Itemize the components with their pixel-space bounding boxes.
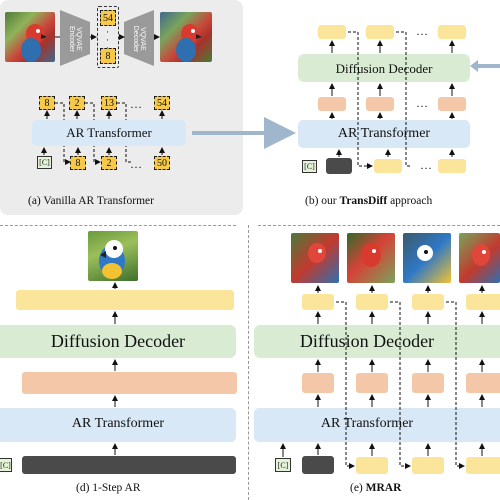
mrar-image-1 <box>291 233 339 283</box>
e-latent-3 <box>412 294 444 310</box>
b-in-2 <box>438 159 466 173</box>
d-mid-bar <box>22 372 237 394</box>
d-latent-bar <box>16 290 234 310</box>
caption-b: (b) our TransDiff approach <box>305 195 432 207</box>
e-in-1 <box>356 457 388 474</box>
class-token-a: [C] <box>37 156 52 169</box>
b-in-1 <box>374 159 402 173</box>
latent-token-bottom: 8 <box>100 48 116 64</box>
caption-b-prefix: (b) our <box>305 195 340 207</box>
mrar-image-3 <box>403 233 451 283</box>
b-mid-dots: … <box>416 96 429 110</box>
b-mid-1 <box>318 97 346 111</box>
output-token-2: 2 <box>69 96 85 110</box>
separator-left <box>0 225 236 226</box>
caption-b-suffix: approach <box>387 195 433 207</box>
mrar-parrot-glyph-1 <box>308 243 326 263</box>
ar-transformer-b-label: AR Transformer <box>337 126 431 141</box>
diffusion-decoder-d <box>0 325 236 358</box>
input-token-2: 2 <box>101 156 117 170</box>
e-mid-2 <box>356 373 388 393</box>
diffusion-decoder-b-label: Diffusion Decoder <box>335 61 433 76</box>
ar-transformer-a-label: AR Transformer <box>66 125 152 140</box>
b-top-dots: … <box>416 24 429 38</box>
parrot-glyph-2 <box>176 24 202 62</box>
caption-b-bold: TransDiff <box>339 195 388 207</box>
input-token-1: 8 <box>70 156 86 170</box>
e-in-3 <box>466 457 500 474</box>
caption-d: (d) 1-Step AR <box>76 482 141 494</box>
mrar-parrot-glyph-2 <box>361 243 381 267</box>
b-latent-top-3 <box>438 25 466 39</box>
d-dark-bar <box>22 456 236 474</box>
mrar-image-2 <box>347 233 395 283</box>
ar-transformer-b <box>298 120 470 148</box>
e-in-2 <box>412 457 444 474</box>
macaw-glyph <box>99 240 125 279</box>
e-mid-1 <box>302 373 334 393</box>
b-in-dots: … <box>420 158 433 172</box>
vqvae-encoder-shape <box>60 10 90 66</box>
class-token-e: [C] <box>275 458 291 472</box>
ar-transformer-d-label: AR Transformer <box>71 416 165 431</box>
b-latent-top-1 <box>318 25 346 39</box>
separator-right <box>258 225 500 226</box>
output-parrot-image <box>160 12 212 62</box>
output-token-3: 13 <box>101 96 117 110</box>
class-token-d: [C] <box>0 458 12 472</box>
ar-transformer-d <box>0 408 236 442</box>
ar-transformer-a <box>32 120 186 146</box>
b-start-token <box>326 158 352 174</box>
e-latent-4 <box>466 294 500 310</box>
b-mid-2 <box>366 97 394 111</box>
panel-d-macaw-image <box>88 231 138 281</box>
input-dots: … <box>130 157 143 171</box>
mrar-parrot-glyph-4 <box>472 244 490 266</box>
diffusion-decoder-e <box>254 325 500 358</box>
vqvae-decoder-shape <box>124 10 154 66</box>
mrar-image-4 <box>459 233 500 283</box>
e-mid-3 <box>412 373 444 393</box>
class-token-b: [C] <box>302 160 317 173</box>
separator-vertical <box>248 225 249 500</box>
caption-e: (e) MRAR <box>350 482 401 494</box>
latent-token-top: 54 <box>100 10 116 26</box>
caption-e-bold: MRAR <box>365 482 402 494</box>
caption-a: (a) Vanilla AR Transformer <box>28 195 154 207</box>
b-latent-top-2 <box>366 25 394 39</box>
ar-transformer-e <box>254 408 500 442</box>
output-dots: … <box>130 97 143 111</box>
b-mid-3 <box>438 97 466 111</box>
e-start-token <box>302 456 334 474</box>
diffusion-decoder-b <box>298 54 470 82</box>
ar-transformer-e-label: AR Transformer <box>320 416 414 431</box>
e-latent-1 <box>302 294 334 310</box>
e-latent-2 <box>356 294 388 310</box>
diffusion-decoder-e-label: Diffusion Decoder <box>299 331 435 351</box>
input-token-3: 50 <box>154 156 170 170</box>
output-token-4: 54 <box>154 96 170 110</box>
output-token-1: 8 <box>39 96 55 110</box>
caption-e-prefix: (e) <box>350 482 366 494</box>
e-mid-4 <box>466 373 500 393</box>
latent-token-group <box>97 6 119 68</box>
parrot-glyph <box>21 24 47 62</box>
input-parrot-image <box>5 12 55 62</box>
mrar-macaw-glyph <box>417 245 433 261</box>
diffusion-decoder-d-label: Diffusion Decoder <box>50 331 186 351</box>
